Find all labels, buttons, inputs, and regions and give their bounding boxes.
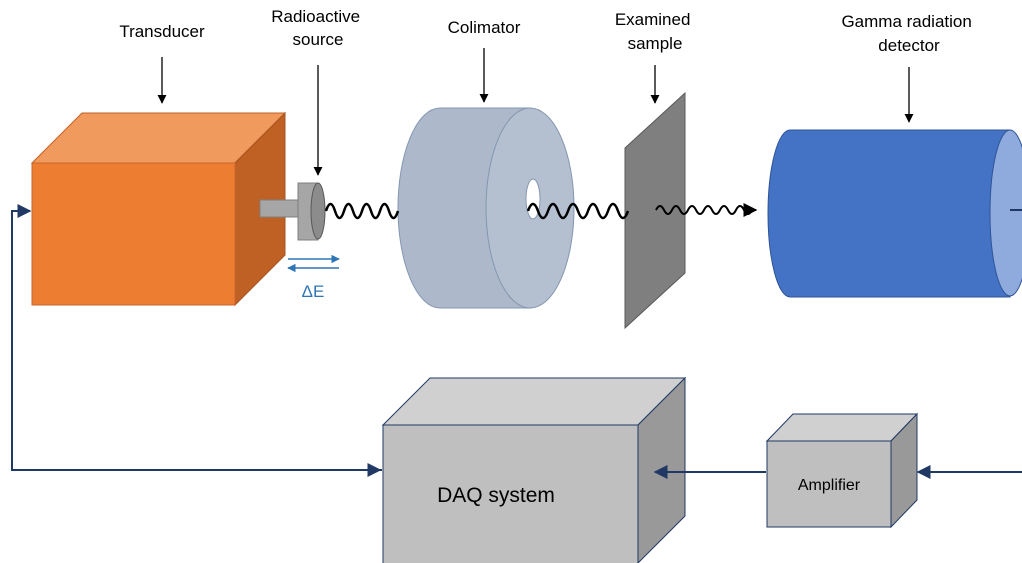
collimator (397, 107, 575, 309)
gamma-wave-collimator-to-sample (526, 202, 630, 220)
radioactive-source-label: Radioactive source (271, 7, 365, 49)
gamma-wave-source-to-collimator (324, 202, 400, 220)
examined-sample-label-line2: sample (628, 34, 683, 53)
radioactive-source (259, 182, 326, 241)
gamma-detector (767, 129, 1022, 298)
examined-sample-label: Examined sample (615, 10, 695, 53)
source-disc-face (310, 182, 326, 240)
source-rod (259, 199, 305, 218)
delta-e-label: ΔE (302, 282, 325, 301)
transducer-front-face (31, 162, 236, 306)
detector-body (767, 129, 1011, 298)
daq-front-face (382, 424, 639, 563)
gamma-wave-sample-to-detector (655, 203, 758, 217)
examined-sample-plate (624, 91, 686, 330)
radioactive-source-label-line1: Radioactive (271, 7, 360, 26)
transducer-block (30, 111, 287, 307)
amplifier-front-face (766, 440, 892, 528)
gamma-detector-label: Gamma radiation detector (841, 12, 976, 55)
transducer-label: Transducer (119, 22, 205, 41)
amplifier-block (765, 412, 919, 529)
daq-system-label: DAQ system (437, 484, 555, 507)
gamma-detector-label-line1: Gamma radiation (841, 12, 971, 31)
collimator-label: Colimator (448, 18, 521, 37)
examined-sample-label-line1: Examined (615, 10, 691, 29)
delta-e-indicator (287, 254, 340, 273)
radioactive-source-label-line2: source (292, 30, 343, 49)
amplifier-label: Amplifier (798, 477, 861, 494)
daq-system-block (381, 376, 687, 563)
detector-face (989, 129, 1022, 297)
daq-top-face (381, 377, 687, 426)
gamma-detector-label-line2: detector (878, 36, 940, 55)
